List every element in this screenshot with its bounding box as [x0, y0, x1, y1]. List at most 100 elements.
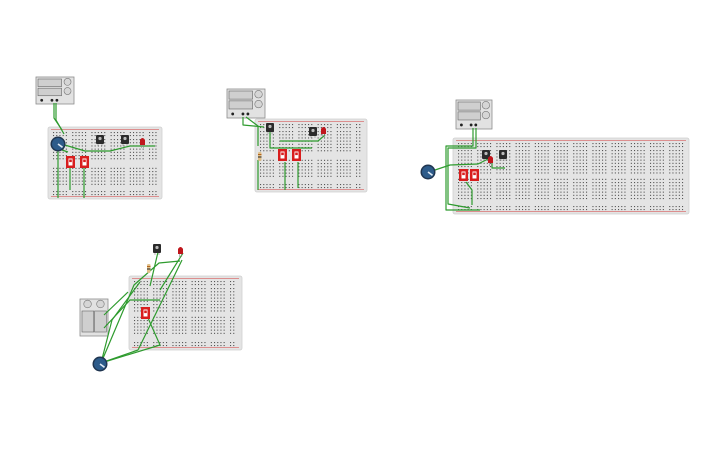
- breadboard[interactable]: [47, 126, 163, 200]
- wire[interactable]: [61, 149, 69, 153]
- terminal-icon: [469, 123, 473, 127]
- potentiometer-icon[interactable]: [92, 356, 108, 372]
- switch-toggle: [281, 152, 284, 156]
- wire[interactable]: [55, 103, 65, 135]
- breadboard-body: [254, 118, 368, 193]
- terminal-icon: [460, 123, 463, 127]
- wire[interactable]: [445, 128, 480, 211]
- display-bottom: [457, 111, 481, 121]
- sensor-lens: [501, 151, 505, 156]
- terminal-icon: [241, 112, 245, 116]
- switch-toggle: [462, 172, 465, 176]
- sensor-lens: [311, 128, 315, 133]
- terminal-icon: [55, 98, 59, 102]
- breadboard-holes: [53, 132, 157, 196]
- sensor-lens: [268, 124, 272, 129]
- knob-icon: [254, 90, 263, 99]
- sensor-icon[interactable]: [266, 123, 274, 134]
- terminal-icon: [246, 112, 250, 116]
- knob-icon: [481, 101, 490, 110]
- dip-switch-icon[interactable]: [278, 149, 287, 161]
- wire[interactable]: [103, 291, 129, 316]
- potentiometer-pointer: [57, 143, 63, 148]
- power-supply-icon[interactable]: [226, 88, 266, 119]
- potentiometer-icon[interactable]: [420, 164, 436, 180]
- wire[interactable]: [100, 260, 181, 364]
- wire[interactable]: [159, 252, 184, 291]
- resistor-band: [147, 268, 151, 270]
- sensor-icon[interactable]: [499, 150, 507, 161]
- display-left: [81, 310, 95, 333]
- switch-toggle: [144, 310, 147, 314]
- terminal-icon: [474, 123, 478, 127]
- knob-icon: [96, 299, 105, 309]
- resistor-band: [258, 156, 262, 158]
- breadboard[interactable]: [128, 275, 243, 351]
- wire[interactable]: [103, 299, 160, 329]
- sensor-icon[interactable]: [309, 127, 317, 138]
- led-body: [140, 138, 145, 145]
- breadboard-body: [452, 137, 690, 215]
- resistor-icon[interactable]: [258, 152, 262, 161]
- sensor-icon[interactable]: [482, 150, 490, 161]
- knob-icon: [481, 111, 490, 120]
- led-body: [321, 127, 326, 134]
- resistor-band: [258, 154, 262, 155]
- wire[interactable]: [149, 251, 159, 287]
- dip-switch-icon[interactable]: [470, 169, 479, 181]
- terminal-icon: [40, 98, 44, 102]
- wire[interactable]: [465, 181, 473, 205]
- dip-switch-icon[interactable]: [141, 307, 150, 319]
- knob-icon: [83, 299, 92, 309]
- breadboard[interactable]: [452, 137, 690, 215]
- dip-switch-icon[interactable]: [66, 156, 75, 168]
- wire[interactable]: [242, 117, 265, 128]
- potentiometer-icon[interactable]: [50, 136, 66, 152]
- wire[interactable]: [447, 128, 477, 209]
- led-icon[interactable]: [488, 156, 493, 166]
- resistor-band: [147, 266, 151, 267]
- terminal-icon: [50, 98, 54, 102]
- knob-icon: [63, 78, 72, 86]
- wire[interactable]: [245, 116, 259, 146]
- display-bottom: [228, 100, 253, 110]
- sensor-icon[interactable]: [96, 135, 104, 146]
- display-bottom: [37, 87, 62, 97]
- switch-toggle: [83, 159, 86, 163]
- dip-switch-icon[interactable]: [292, 149, 301, 161]
- led-icon[interactable]: [140, 138, 145, 148]
- dip-switch-icon[interactable]: [459, 169, 468, 181]
- terminal-icon: [231, 112, 235, 116]
- switch-toggle: [69, 159, 72, 163]
- wire[interactable]: [100, 317, 161, 364]
- power-supply-icon[interactable]: [35, 76, 75, 105]
- wire[interactable]: [57, 142, 155, 152]
- power-supply-icon[interactable]: [455, 99, 493, 130]
- display-top: [457, 101, 481, 111]
- knob-icon: [63, 87, 72, 95]
- led-icon[interactable]: [321, 127, 326, 137]
- switch-toggle: [295, 152, 298, 156]
- breadboard-body: [47, 126, 163, 200]
- resistor-icon[interactable]: [147, 264, 151, 273]
- sensor-icon[interactable]: [121, 135, 129, 146]
- led-icon[interactable]: [178, 247, 183, 257]
- sensor-lens: [155, 245, 159, 250]
- sensor-lens: [98, 136, 102, 141]
- led-body: [488, 156, 493, 163]
- breadboard[interactable]: [254, 118, 368, 193]
- sensor-lens: [484, 151, 488, 156]
- wire[interactable]: [269, 132, 312, 149]
- sensor-icon[interactable]: [153, 244, 161, 255]
- sensor-lens: [123, 136, 127, 141]
- dip-switch-icon[interactable]: [80, 156, 89, 168]
- wire[interactable]: [53, 103, 63, 131]
- display-right: [94, 310, 107, 333]
- display-top: [228, 90, 253, 100]
- power-supply-icon[interactable]: [79, 298, 109, 337]
- potentiometer-pointer: [427, 171, 433, 176]
- switch-toggle: [473, 172, 476, 176]
- knob-icon: [254, 100, 263, 109]
